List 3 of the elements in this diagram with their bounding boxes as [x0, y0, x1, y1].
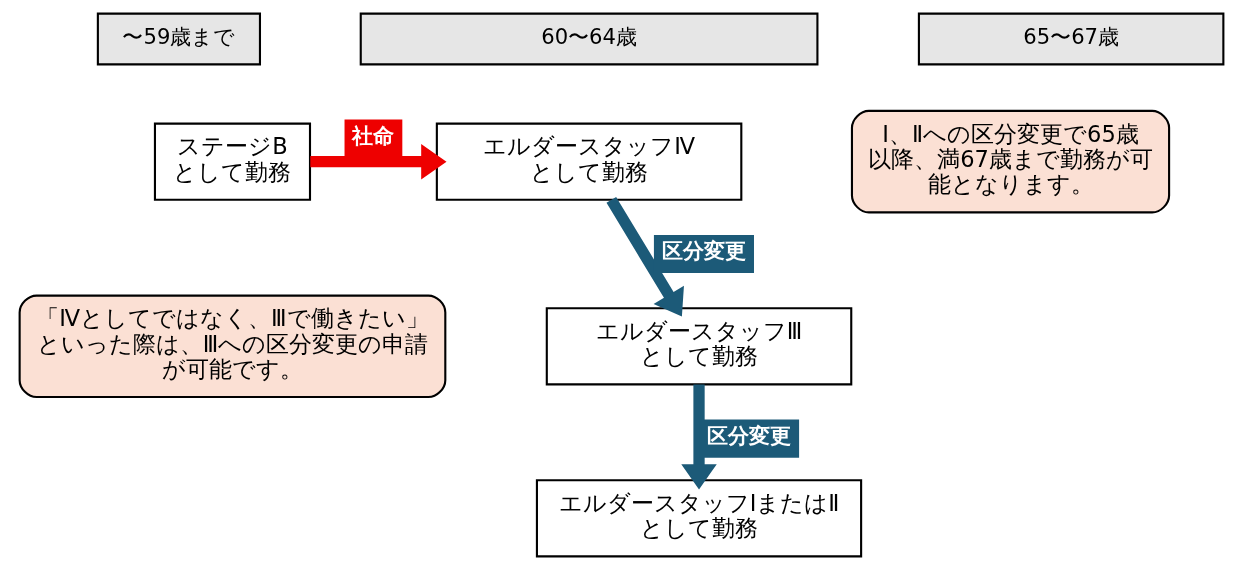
edge-label: 区分変更 [706, 422, 791, 448]
edge-label: 区分変更 [661, 238, 746, 264]
edge-label: 社命 [351, 122, 394, 148]
